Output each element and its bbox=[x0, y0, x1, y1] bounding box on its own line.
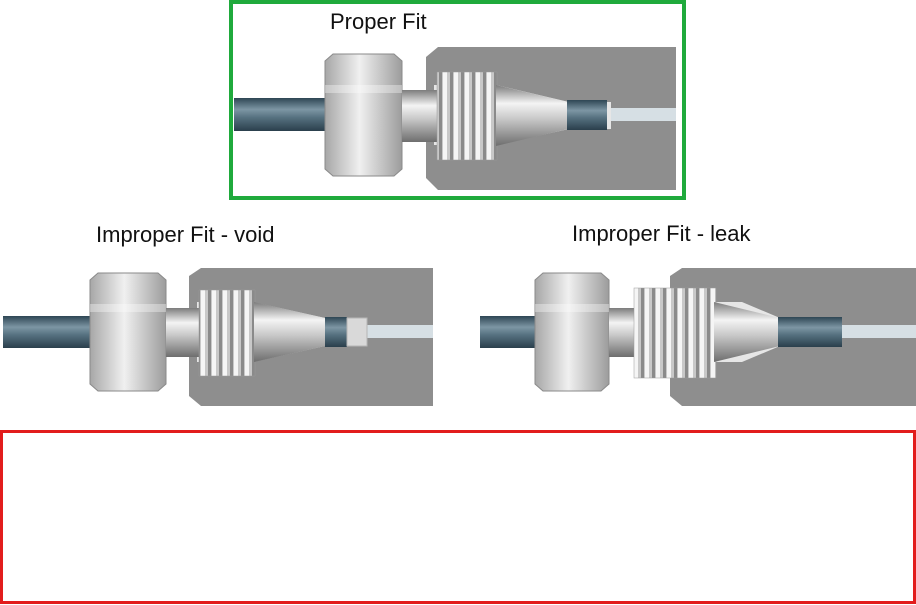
proper-fit-frame bbox=[229, 0, 686, 200]
improper-fit-void-label: Improper Fit - void bbox=[96, 222, 275, 247]
improper-fit-leak-label: Improper Fit - leak bbox=[572, 221, 751, 246]
improper-fit-leak-illustration bbox=[480, 268, 916, 406]
improper-fit-void-illustration bbox=[3, 268, 433, 406]
empty-red-frame bbox=[0, 430, 916, 604]
proper-fit-label: Proper Fit bbox=[330, 9, 427, 34]
proper-fit-illustration bbox=[234, 47, 676, 190]
